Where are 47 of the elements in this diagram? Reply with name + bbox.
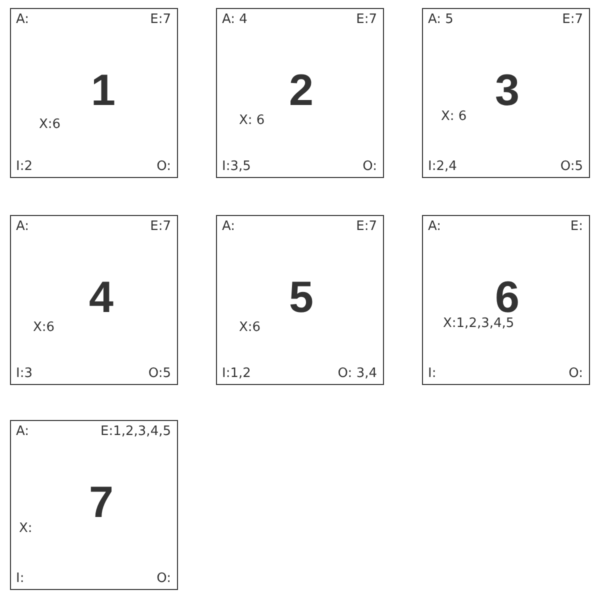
field-label: A:	[16, 219, 30, 234]
field-label: O:	[156, 571, 171, 586]
field-label: E:7	[356, 219, 377, 234]
square-box	[10, 420, 178, 590]
box-number: 4	[89, 274, 114, 322]
field-label: E:7	[150, 219, 171, 234]
square-box	[216, 215, 384, 385]
field-label: X: 6	[441, 109, 467, 124]
field-label: I:1,2	[222, 366, 251, 381]
box-number: 2	[289, 67, 314, 115]
field-label: I:	[428, 366, 436, 381]
field-label: E:7	[356, 12, 377, 27]
box-number: 7	[89, 479, 114, 527]
square-box	[422, 215, 590, 385]
field-label: E:7	[150, 12, 171, 27]
field-label: A:	[16, 12, 30, 27]
field-label: X: 6	[239, 113, 265, 128]
field-label: O:	[568, 366, 583, 381]
field-label: E:7	[562, 12, 583, 27]
field-label: I:	[16, 571, 24, 586]
field-label: I:3,5	[222, 159, 251, 174]
field-label: O:5	[148, 366, 171, 381]
field-label: X:	[19, 521, 32, 536]
field-label: I:3	[16, 366, 32, 381]
field-label: X:6	[33, 320, 55, 335]
field-label: A:	[16, 424, 30, 439]
field-label: A:	[222, 219, 236, 234]
box-number: 1	[91, 67, 116, 115]
field-label: E:	[570, 219, 583, 234]
field-label: O: 3,4	[338, 366, 377, 381]
field-label: O:5	[560, 159, 583, 174]
field-label: A: 4	[222, 12, 248, 27]
square-box	[216, 8, 384, 178]
field-label: X:6	[239, 320, 261, 335]
field-label: E:1,2,3,4,5	[100, 424, 171, 439]
field-label: X:6	[39, 117, 61, 132]
box-number: 3	[495, 67, 520, 115]
square-box	[10, 8, 178, 178]
field-label: A:	[428, 219, 442, 234]
field-label: O:	[156, 159, 171, 174]
square-box	[422, 8, 590, 178]
field-label: A: 5	[428, 12, 454, 27]
box-number: 5	[289, 274, 314, 322]
square-box	[10, 215, 178, 385]
field-label: I:2,4	[428, 159, 457, 174]
field-label: O:	[362, 159, 377, 174]
field-label: I:2	[16, 159, 32, 174]
